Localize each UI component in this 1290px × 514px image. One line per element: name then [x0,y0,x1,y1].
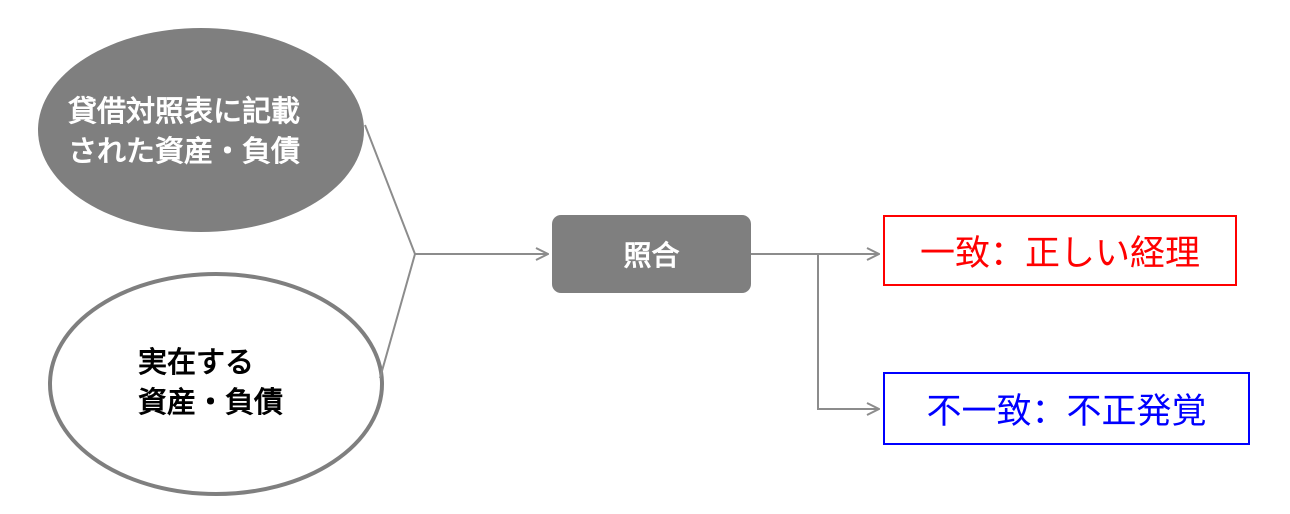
real-assets-label: 実在する 資産・負債 [138,345,284,419]
balance-sheet-label: 貸借対照表に記載 された資産・負債 [68,94,301,168]
result-mismatch-label: 不一致：不正発覚 [926,392,1207,432]
result-mismatch-box: 不一致：不正発覚 [883,372,1250,445]
compare-label: 照合 [623,239,680,272]
balance-sheet-ellipse [38,28,364,232]
real-assets-ellipse [48,272,384,496]
compare-node: 照合 [552,215,751,293]
merge-connector [364,124,417,379]
arrow-to-mismatch [817,254,879,409]
result-match-label: 一致：正しい経理 [919,234,1200,274]
result-match-box: 一致：正しい経理 [883,215,1237,286]
